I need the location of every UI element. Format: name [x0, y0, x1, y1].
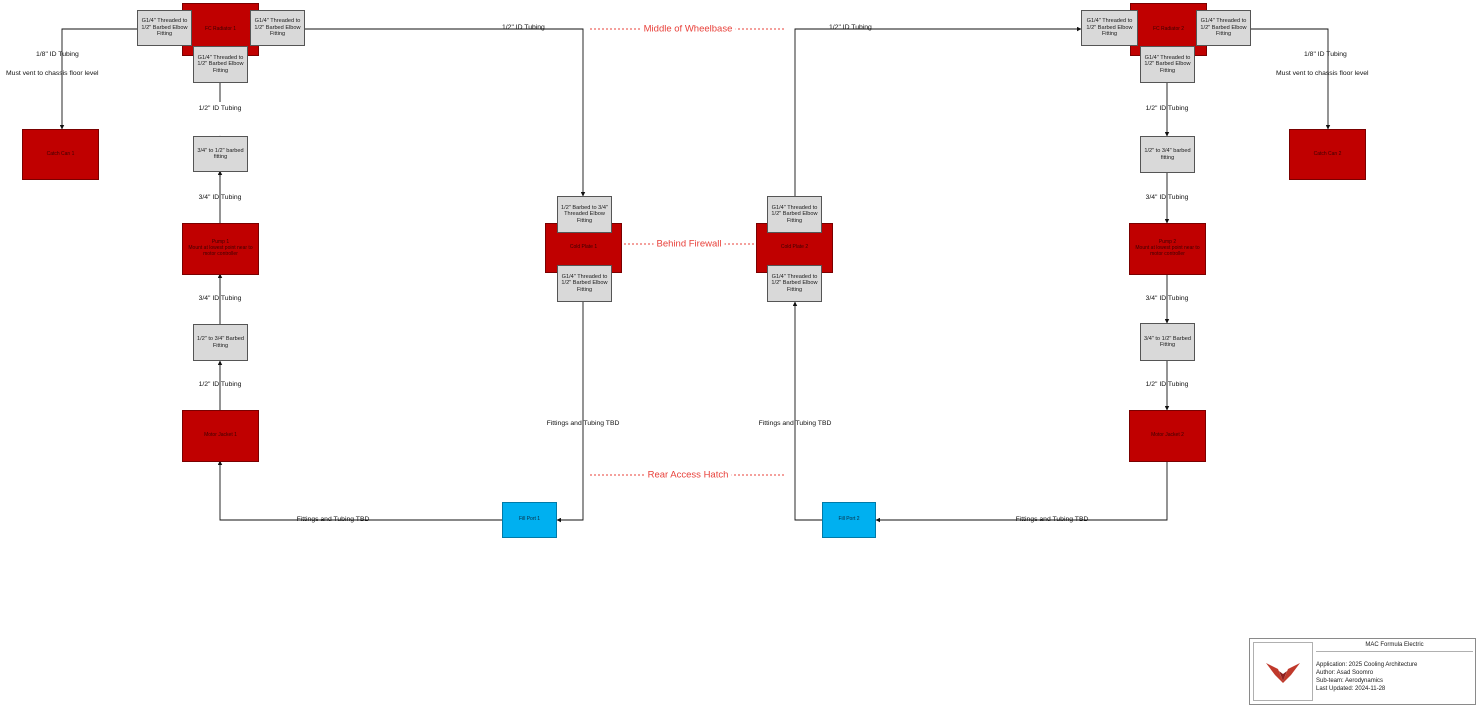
fitting-label: G1/4" Threaded to 1/2" Barbed Elbow Fitt…: [254, 18, 301, 38]
fitting-label: G1/4" Threaded to 1/2" Barbed Elbow Fitt…: [141, 18, 188, 38]
catch-can-2[interactable]: Catch Can 2: [1289, 129, 1366, 180]
tubing-label-above-pump-2: 3/4" ID Tubing: [1145, 194, 1189, 201]
motor-jacket-1-label: Motor Jacket 1: [204, 432, 237, 439]
tubing-label-radiator-out-2: 1/2" ID Tubing: [1145, 105, 1189, 112]
fitting-label: G1/4" Threaded to 1/2" Barbed Elbow Fitt…: [561, 273, 608, 293]
vent-tubing-label-1: 1/8" ID Tubing: [36, 51, 79, 58]
pump-2-note: Mount at lowest point near to motor cont…: [1135, 245, 1200, 257]
top-run-1: [305, 28, 586, 197]
fitting-label: G1/4" Threaded to 1/2" Barbed Elbow Fitt…: [771, 204, 818, 224]
reducer-top-1[interactable]: 3/4" to 1/2" barbed fitting: [193, 136, 248, 172]
fill-port-2-label: Fill Port 2: [838, 516, 860, 523]
motor-jacket-2-label: Motor Jacket 2: [1151, 432, 1184, 439]
title-block-last-updated: Last Updated: 2024-11-28: [1316, 686, 1386, 693]
cold-plate-2-bottom-fitting[interactable]: G1/4" Threaded to 1/2" Barbed Elbow Fitt…: [767, 265, 822, 302]
tubing-label-above-motor-1: 1/2" ID Tubing: [198, 381, 242, 388]
cold-plate-1-top-fitting[interactable]: 1/2" Barbed to 3/4" Threaded Elbow Fitti…: [557, 196, 612, 233]
cold-plate-out-1: [556, 302, 584, 523]
title-block-application: Application: 2025 Cooling Architecture: [1316, 662, 1418, 668]
bottom-run-label-1: Fittings and Tubing TBD: [296, 516, 370, 523]
fitting-label: 1/2" to 3/4" Barbed Fitting: [197, 336, 244, 349]
radiator-2-right-fitting[interactable]: G1/4" Threaded to 1/2" Barbed Elbow Fitt…: [1196, 10, 1251, 46]
catch-can-2-label: Catch Can 2: [1313, 150, 1342, 157]
vent-note-2: Must vent to chassis floor level: [1276, 70, 1369, 77]
pump-2[interactable]: Pump 2 Mount at lowest point near to mot…: [1129, 223, 1206, 275]
radiator-2-bottom-fitting[interactable]: G1/4" Threaded to 1/2" Barbed Elbow Fitt…: [1140, 46, 1195, 83]
zone-label-hatch: Rear Access Hatch: [644, 470, 732, 480]
cold-plate-2-top-fitting[interactable]: G1/4" Threaded to 1/2" Barbed Elbow Fitt…: [767, 196, 822, 233]
motor-jacket-1[interactable]: Motor Jacket 1: [182, 410, 259, 462]
radiator-2-label: FC Radiator 2: [1152, 25, 1185, 32]
pump-2-label: Pump 2: [1158, 239, 1177, 246]
fitting-label: G1/4" Threaded to 1/2" Barbed Elbow Fitt…: [197, 54, 244, 74]
top-run-label-1: 1/2" ID Tubing: [502, 24, 545, 31]
title-block-fields: Application: 2025 Cooling Architecture A…: [1316, 661, 1417, 693]
reducer-top-2[interactable]: 1/2" to 3/4" barbed fitting: [1140, 136, 1195, 173]
fitting-label: G1/4" Threaded to 1/2" Barbed Elbow Fitt…: [1200, 18, 1247, 38]
team-logo-icon: [1266, 662, 1300, 683]
cold-plate-1-bottom-fitting[interactable]: G1/4" Threaded to 1/2" Barbed Elbow Fitt…: [557, 265, 612, 302]
radiator-2-left-fitting[interactable]: G1/4" Threaded to 1/2" Barbed Elbow Fitt…: [1081, 10, 1138, 46]
fitting-label: 1/2" to 3/4" barbed fitting: [1144, 148, 1191, 161]
fitting-label: G1/4" Threaded to 1/2" Barbed Elbow Fitt…: [1086, 18, 1133, 38]
fill-port-1[interactable]: Fill Port 1: [502, 502, 557, 538]
top-run-2: [794, 26, 1082, 196]
riser-label-2: Fittings and Tubing TBD: [758, 420, 832, 427]
fitting-label: 1/2" Barbed to 3/4" Threaded Elbow Fitti…: [561, 204, 608, 224]
pump-1[interactable]: Pump 1 Mount at lowest point near to mot…: [182, 223, 259, 275]
riser-label-1: Fittings and Tubing TBD: [546, 420, 620, 427]
fitting-label: 3/4" to 1/2" barbed fitting: [197, 147, 244, 160]
bottom-run-1: [217, 460, 502, 521]
title-block-subteam: Sub-team: Aerodynamics: [1316, 678, 1384, 685]
reducer-bottom-2[interactable]: 3/4" to 1/2" Barbed Fitting: [1140, 323, 1195, 361]
radiator-1-label: FC Radiator 1: [204, 25, 237, 32]
cold-plate-2-label: Cold Plate 2: [780, 244, 809, 251]
zone-label-firewall: Behind Firewall: [653, 239, 725, 249]
top-run-label-2: 1/2" ID Tubing: [829, 24, 872, 31]
bottom-run-2: [875, 461, 1168, 523]
bottom-run-label-2: Fittings and Tubing TBD: [1015, 516, 1089, 523]
fitting-label: G1/4" Threaded to 1/2" Barbed Elbow Fitt…: [771, 273, 818, 293]
logo-cell: [1253, 642, 1313, 701]
vent-line-1: [59, 28, 137, 130]
radiator-1-right-fitting[interactable]: G1/4" Threaded to 1/2" Barbed Elbow Fitt…: [250, 10, 305, 46]
pump-1-label: Pump 1: [211, 239, 230, 246]
riser-2: [792, 301, 822, 521]
tubing-label-below-pump-2: 3/4" ID Tubing: [1145, 295, 1189, 302]
tubing-label-above-pump-1: 3/4" ID Tubing: [198, 194, 242, 201]
catch-can-1[interactable]: Catch Can 1: [22, 129, 99, 180]
fitting-label: 3/4" to 1/2" Barbed Fitting: [1144, 335, 1191, 348]
tubing-label-below-pump-1: 3/4" ID Tubing: [198, 295, 242, 302]
catch-can-1-label: Catch Can 1: [46, 150, 75, 157]
fitting-label: G1/4" Threaded to 1/2" Barbed Elbow Fitt…: [1144, 54, 1191, 74]
radiator-1-bottom-fitting[interactable]: G1/4" Threaded to 1/2" Barbed Elbow Fitt…: [193, 46, 248, 83]
radiator-1-left-fitting[interactable]: G1/4" Threaded to 1/2" Barbed Elbow Fitt…: [137, 10, 192, 46]
title-block-author: Author: Asad Soomro: [1316, 670, 1374, 677]
cold-plate-1-label: Cold Plate 1: [569, 244, 598, 251]
vent-line-2: [1251, 28, 1331, 130]
tubing-label-above-motor-2: 1/2" ID Tubing: [1145, 381, 1189, 388]
tubing-label-radiator-out-1: 1/2" ID Tubing: [198, 105, 242, 112]
fill-port-1-label: Fill Port 1: [518, 516, 541, 523]
title-block-organization: MAC Formula Electric: [1316, 642, 1473, 652]
reducer-bottom-1[interactable]: 1/2" to 3/4" Barbed Fitting: [193, 324, 248, 361]
zone-label-wheelbase: Middle of Wheelbase: [640, 24, 736, 34]
vent-tubing-label-2: 1/8" ID Tubing: [1304, 51, 1347, 58]
pump-1-note: Mount at lowest point near to motor cont…: [188, 245, 253, 257]
title-block: MAC Formula Electric Application: 2025 C…: [1249, 638, 1476, 705]
vent-note-1: Must vent to chassis floor level: [6, 70, 99, 77]
fill-port-2[interactable]: Fill Port 2: [822, 502, 876, 538]
motor-jacket-2[interactable]: Motor Jacket 2: [1129, 410, 1206, 462]
